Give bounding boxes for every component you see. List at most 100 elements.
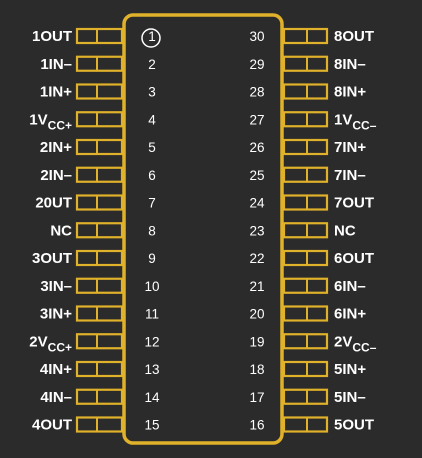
pin-7-lead-box [75, 194, 124, 211]
pin-one-marker [141, 28, 161, 48]
pin-13-lead-box [75, 360, 124, 378]
pin-5-label-text: 2IN+ [40, 139, 72, 156]
pin-16-number: 16 [249, 418, 264, 433]
pin-30-label: 8OUT [334, 28, 374, 45]
pin-24-label: 7OUT [334, 195, 374, 212]
pin-5-label: 2IN+ [40, 139, 72, 156]
pin-1-label: 1OUT [32, 28, 72, 45]
pin-2-label-text: 1IN– [40, 56, 72, 73]
pin-21-label: 6IN– [334, 278, 366, 295]
pin-27-label-text: 1V [334, 111, 352, 128]
pin-20-lead-box [282, 305, 329, 322]
pin-25-label-text: 7IN– [334, 167, 366, 184]
pin-20-label-text: 6IN+ [334, 306, 366, 323]
pin-14-label: 4IN– [40, 389, 72, 406]
pin-22-lead-box [282, 249, 329, 267]
pin-2-number: 2 [148, 57, 156, 72]
pin-3-lead-box [75, 83, 124, 100]
pin-30-label-text: 8OUT [334, 28, 374, 45]
pin-21-lead [282, 277, 329, 294]
pin-16-lead [282, 416, 329, 433]
pin-26-label-text: 7IN+ [334, 139, 366, 156]
pin-30-lead-box [282, 27, 329, 45]
pin-10-label: 3IN– [40, 278, 72, 295]
pin-24-label-text: 7OUT [334, 195, 374, 212]
pin-23-label: NC [334, 222, 356, 239]
pin-18-lead-box [282, 360, 329, 378]
pin-8-lead [75, 222, 124, 239]
pin-1-lead-box [75, 27, 124, 45]
pin-8-lead-box [75, 222, 124, 239]
pin-10-label-text: 3IN– [40, 278, 72, 295]
pin-8-label-text: NC [50, 222, 72, 239]
pin-5-number: 5 [148, 140, 156, 155]
pin-26-number: 26 [249, 140, 264, 155]
pin-27-label: 1VCC– [334, 111, 377, 132]
pin-21-label-text: 6IN– [334, 278, 366, 295]
pin-16-lead-box [282, 416, 329, 433]
pin-18-number: 18 [249, 362, 264, 377]
pin-9-lead-box [75, 249, 124, 267]
pin-23-lead [282, 222, 329, 239]
pin-19-label-subscript: CC– [352, 340, 376, 354]
pin-3-label-text: 1IN+ [40, 84, 72, 101]
pin-27-lead-box [282, 111, 329, 128]
pin-4-label-text: 1V [29, 111, 47, 128]
pin-18-label-text: 5IN+ [334, 361, 366, 378]
pin-23-label-text: NC [334, 222, 356, 239]
pin-17-label: 5IN– [334, 389, 366, 406]
pin-11-lead [75, 305, 124, 322]
pin-27-number: 27 [249, 112, 264, 127]
pin-12-label-text: 2V [29, 333, 47, 350]
pin-15-lead [75, 416, 124, 433]
pin-14-lead [75, 388, 124, 405]
pin-8-number: 8 [148, 223, 156, 238]
pin-25-lead-box [282, 166, 329, 183]
pin-1-lead [75, 27, 124, 45]
pin-4-number: 4 [148, 112, 156, 127]
pin-9-label: 3OUT [32, 250, 72, 267]
pin-12-number: 12 [144, 334, 159, 349]
pin-8-label: NC [50, 222, 72, 239]
pin-20-number: 20 [249, 307, 264, 322]
pin-28-lead-box [282, 83, 329, 100]
pin-3-lead [75, 83, 124, 100]
pin-15-lead-box [75, 416, 124, 433]
pin-23-number: 23 [249, 223, 264, 238]
pin-19-lead [282, 333, 329, 350]
pin-12-label-subscript: CC+ [48, 340, 72, 354]
pin-28-label: 8IN+ [334, 84, 366, 101]
pin-6-number: 6 [148, 168, 156, 183]
pin-28-lead [282, 83, 329, 100]
pin-number-column: 1234567891011121314153029282726252423222… [144, 29, 265, 433]
pin-12-label: 2VCC+ [29, 333, 72, 354]
pin-14-lead-box [75, 388, 124, 405]
pin-16-label: 5OUT [334, 417, 374, 434]
pin-19-number: 19 [249, 334, 264, 349]
pin-23-lead-box [282, 222, 329, 239]
pin-16-label-text: 5OUT [334, 417, 374, 434]
pin-18-label: 5IN+ [334, 361, 366, 378]
pin-4-label: 1VCC+ [29, 111, 72, 132]
pin-28-label-text: 8IN+ [334, 84, 366, 101]
pin-12-lead [75, 333, 124, 350]
chip-body [122, 13, 284, 445]
pin-22-label-text: 6OUT [334, 250, 374, 267]
pin-11-number: 11 [145, 307, 159, 322]
pin-2-label: 1IN– [40, 56, 72, 73]
pin-15-label: 4OUT [32, 417, 72, 434]
pin-17-lead-box [282, 388, 329, 405]
pin-7-number: 7 [148, 196, 156, 211]
pin-21-lead-box [282, 277, 329, 294]
pin-4-lead-box [75, 111, 124, 128]
pin-24-lead-box [282, 194, 329, 211]
pin-25-number: 25 [249, 168, 264, 183]
pin-13-number: 13 [144, 362, 159, 377]
pin-22-number: 22 [249, 251, 264, 266]
pin-1-label-text: 1OUT [32, 28, 72, 45]
left-pin-column: 1OUT1IN–1IN+1VCC+2IN+2IN–20UTNC3OUT3IN–3… [29, 27, 124, 434]
pin-26-label: 7IN+ [334, 139, 366, 156]
pin-5-lead-box [75, 138, 124, 156]
pin-13-label-text: 4IN+ [40, 361, 72, 378]
